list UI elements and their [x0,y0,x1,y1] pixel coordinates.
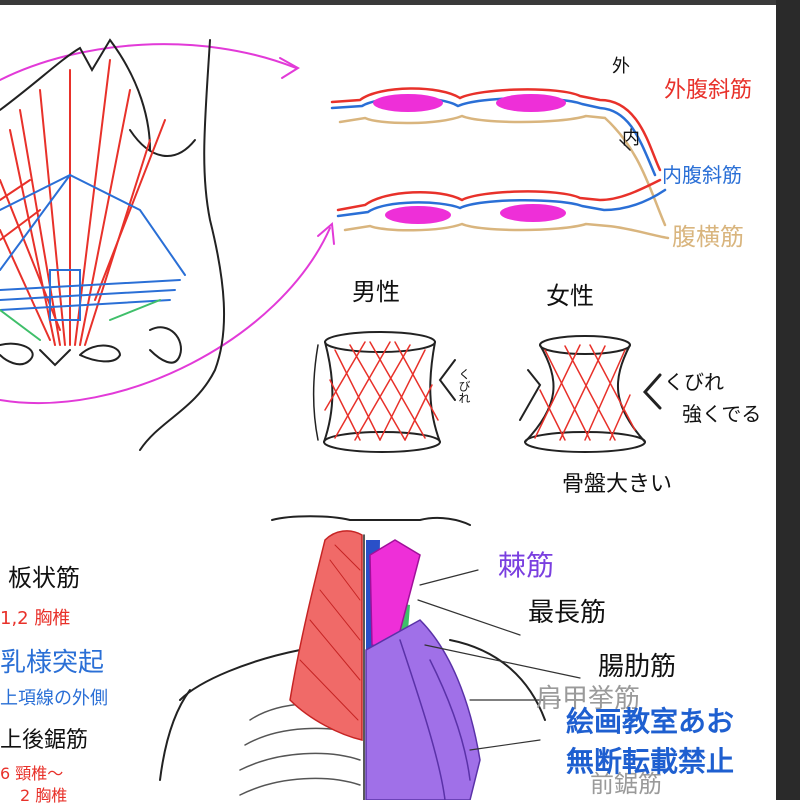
window-top-edge [0,0,800,5]
watermark-line-1: 絵画教室あお [566,705,735,738]
middle-layer-bottom [336,188,667,218]
label-transversus: 腹横筋 [672,223,744,251]
label-splenius: 板状筋 [8,564,80,592]
label-serratus-detail-1: 6 頸椎〜 [0,764,64,783]
label-female-note-2: 強くでる [682,402,762,426]
inner-layer-top [338,114,667,227]
label-external-oblique: 外腹斜筋 [664,78,753,103]
window-right-edge [776,0,800,800]
label-male: 男性 [352,278,400,306]
label-levator: 肩甲挙筋 [536,684,641,714]
label-nuchal-line: 上項線の外側 [0,688,108,709]
label-mastoid: 乳様突起 [0,648,105,678]
outer-layer-top [330,87,662,172]
label-outer: 外 [612,56,630,77]
back-muscles-figure [159,515,581,800]
label-pelvis-note: 骨盤大きい [562,472,673,497]
outer-layer-bottom [336,178,662,212]
arrow-arc-top [0,43,297,81]
label-internal-oblique: 内腹斜筋 [662,163,742,187]
watermark-line-2: 無断転載禁止 [566,745,735,778]
arrow-arc-bottom [0,227,331,405]
abdomen-front-figure [0,38,335,451]
label-female-note-1: くびれ [664,370,724,394]
splenius-muscle [289,530,363,741]
inner-layer-bottom [343,222,670,240]
label-iliocostalis: 腸肋筋 [598,652,677,682]
spinalis-muscle [369,539,421,651]
label-female: 女性 [546,282,594,310]
label-longissimus: 最長筋 [528,598,607,628]
waist-cylinder-female [438,335,662,453]
middle-layer-top [330,96,657,177]
label-bottom-partial: 前鋸筋 [590,770,662,798]
label-splenius-origin: 1,2 胸椎 [0,608,71,629]
label-serratus-posterior: 上後鋸筋 [0,728,89,753]
label-male-note: くびれ [457,368,471,404]
arrow-head-bottom [317,221,335,245]
arrow-head-top [279,57,300,79]
label-inner: 内 [622,128,640,149]
label-serratus-detail-2: 2 胸椎 [20,786,68,805]
muscle-layer-diagram [330,87,670,240]
label-spinalis: 棘筋 [498,549,555,582]
waist-cylinder-male [312,331,441,453]
